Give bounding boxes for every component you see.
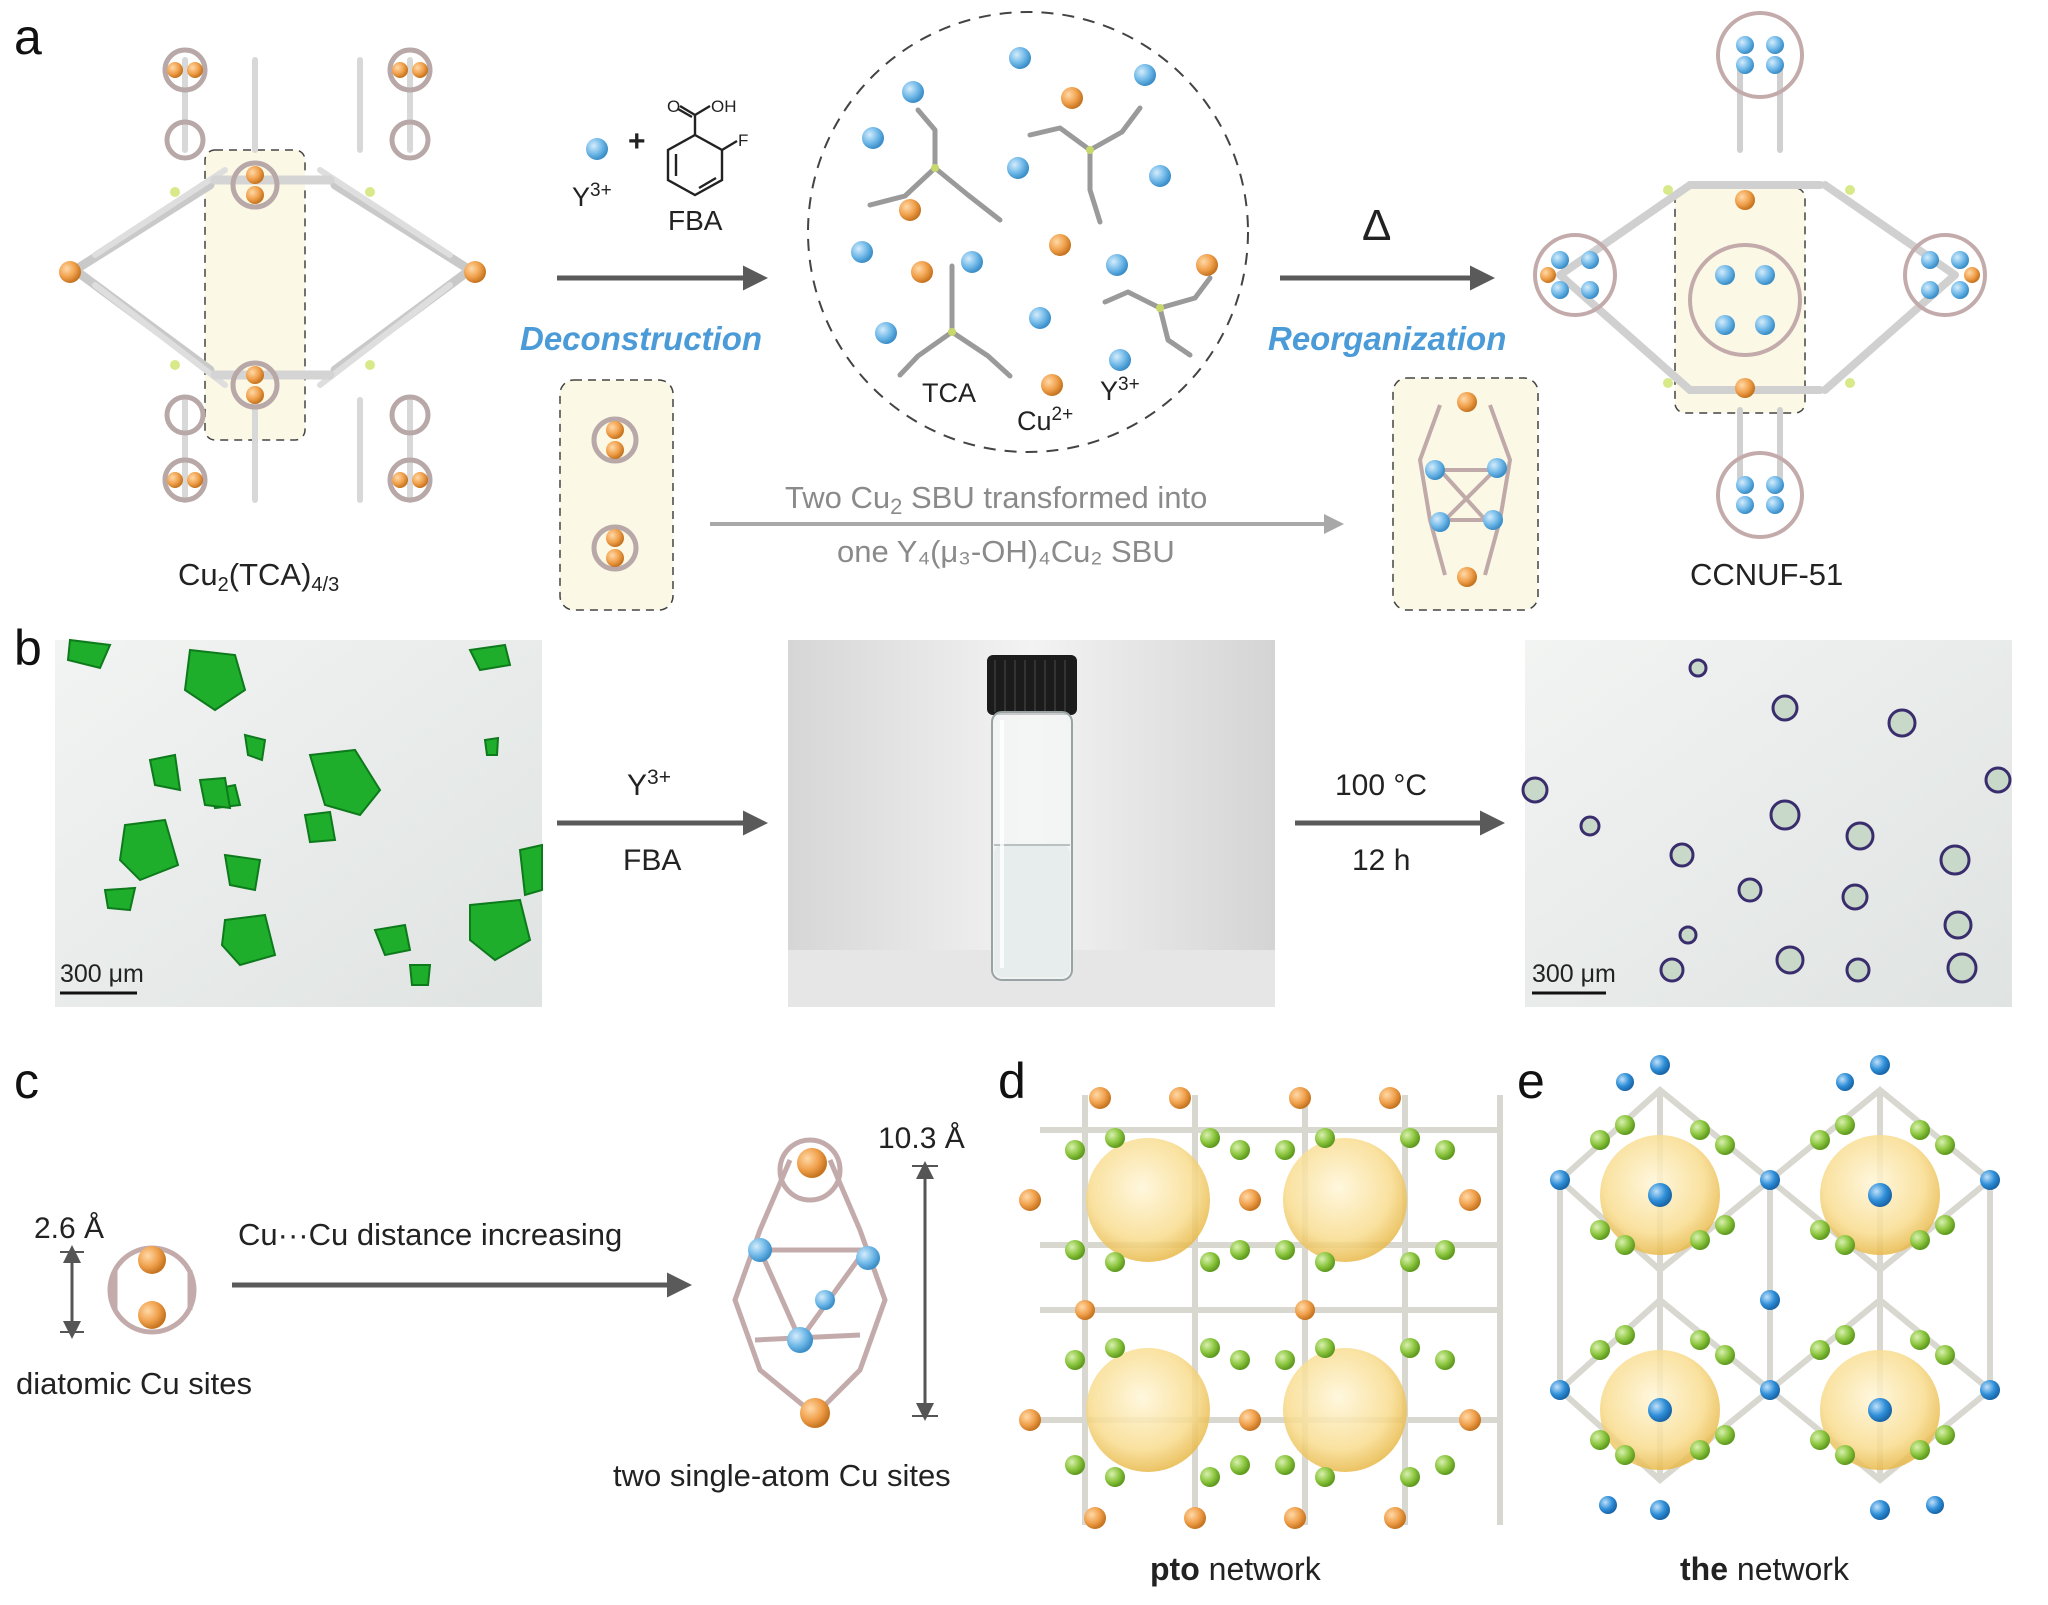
right-framework-label: CCNUF-51 [1690,557,1843,592]
ccnuf-51-framework [1533,11,1987,539]
green-crystals-micrograph [55,638,543,1007]
ccnuf-51-crystals-micrograph [1521,640,2012,1007]
arrow2-top-label: 100 °C [1335,769,1427,802]
circle-cu-label: Cu2+ [1017,404,1073,436]
fba-molecule-icon [666,104,738,197]
reorganization-label: Reorganization [1268,320,1506,357]
yttrium-ion-icon [586,138,608,160]
transform-text-line2: one Y₄(μ₃-OH)₄Cu₂ SBU [837,534,1175,569]
solution-circle [807,11,1249,453]
arrow2-bottom-label: 12 h [1352,844,1410,877]
heat-symbol: Δ [1362,201,1391,250]
arrow1-bottom-label: FBA [623,844,681,877]
single-atom-cu-sbu [732,1137,888,1428]
the-network-caption: the network [1680,1551,1850,1587]
reagent-ion-label: Y3+ [572,180,612,212]
cu2-tca-framework [59,47,486,503]
y4cu2-sbu-box [1392,377,1539,611]
fba-label: FBA [668,205,723,236]
short-distance-label: 2.6 Å [34,1212,104,1245]
diatomic-cu-sbu [107,1245,197,1335]
pto-network-caption: pto network [1150,1551,1322,1587]
plus-sign: + [628,125,646,158]
circle-tca-label: TCA [922,378,976,408]
panel-letter-c: c [14,1053,39,1109]
the-network-model [1550,1055,2000,1520]
panel-letter-a: a [14,9,42,65]
arrow1-top-label: Y3+ [627,766,671,802]
cu2-sbu-box [559,379,674,611]
left-framework-label: Cu2(TCA)4/3 [178,557,339,596]
fba-hydroxyl: OH [711,97,737,116]
fba-fluorine: F [738,131,748,150]
distance-arrow-label: Cu···Cu distance increasing [238,1217,622,1252]
panel-letter-d: d [998,1053,1026,1109]
pto-network-model [1019,1087,1503,1529]
single-atom-caption: two single-atom Cu sites [613,1458,951,1493]
circle-y-label: Y3+ [1100,374,1140,406]
panel-letter-e: e [1517,1053,1545,1109]
scale-label-left: 300 μm [60,960,144,988]
long-distance-label: 10.3 Å [878,1122,965,1155]
transform-text-line1: Two Cu2 SBU transformed into [785,480,1207,519]
scale-label-right: 300 μm [1532,960,1616,988]
fba-carbonyl-o: O [667,97,680,116]
diatomic-caption: diatomic Cu sites [16,1366,252,1401]
panel-letter-b: b [14,620,42,676]
vial-photo [788,640,1275,1007]
deconstruction-label: Deconstruction [520,320,762,357]
